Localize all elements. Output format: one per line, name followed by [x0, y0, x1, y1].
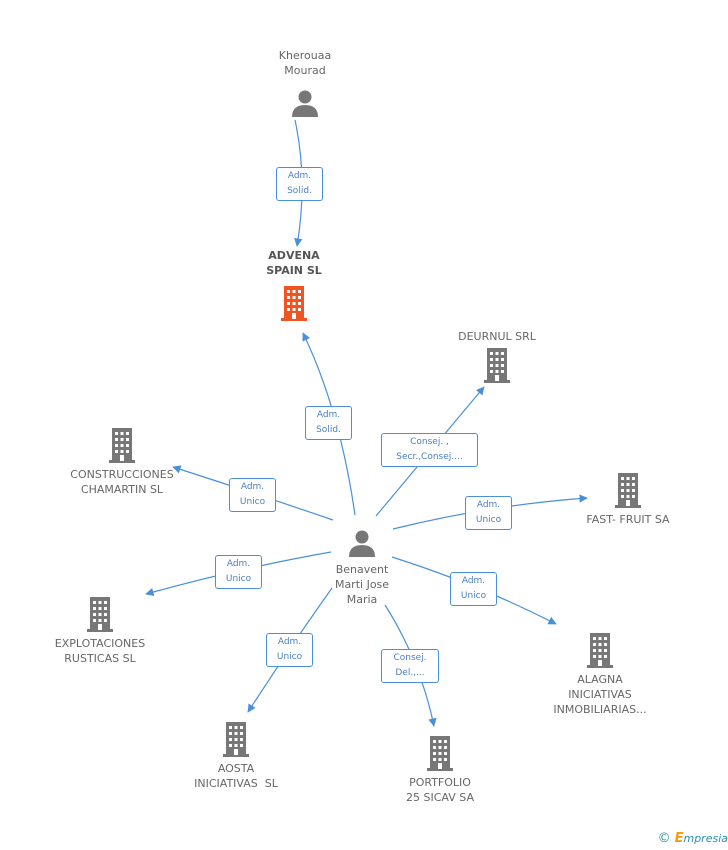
node-alagna-iniciativas-inmobiliarias[interactable]: ALAGNA INICIATIVAS INMOBILIARIAS... — [540, 632, 660, 717]
node-portfolio-25-sicav-sa[interactable]: PORTFOLIO 25 SICAV SA — [380, 735, 500, 805]
edge-label-benavent-deurnul[interactable]: Consej. , Secr.,Consej.... — [381, 433, 478, 467]
node-deurnul-srl[interactable]: DEURNUL SRL — [437, 329, 557, 383]
node-kherouaa-mourad[interactable]: Kherouaa Mourad — [255, 48, 355, 118]
edge-label-benavent-fastfruit[interactable]: Adm. Unico — [465, 496, 512, 530]
edge-label-benavent-aosta[interactable]: Adm. Unico — [266, 633, 313, 667]
building-icon — [615, 473, 641, 508]
edge-label-benavent-explotaciones[interactable]: Adm. Unico — [215, 555, 262, 589]
brand-initial: E — [674, 831, 684, 846]
edge-label-benavent-portfolio[interactable]: Consej. Del.,... — [381, 649, 439, 683]
node-explotaciones-rusticas-sl[interactable]: EXPLOTACIONES RUSTICAS SL — [40, 596, 160, 666]
building-icon — [281, 286, 307, 321]
node-label: EXPLOTACIONES RUSTICAS SL — [54, 637, 146, 665]
node-label: ALAGNA INICIATIVAS INMOBILIARIAS... — [553, 673, 647, 716]
node-label: ADVENA SPAIN SL — [266, 249, 322, 277]
brand-name: mpresia — [683, 832, 728, 845]
node-aosta-iniciativas-sl[interactable]: AOSTA INICIATIVAS SL — [176, 721, 296, 791]
edge-label-benavent-construcciones[interactable]: Adm. Unico — [229, 478, 276, 512]
node-label: DEURNUL SRL — [458, 330, 536, 343]
building-icon — [223, 722, 249, 757]
node-construcciones-chamartin-sl[interactable]: CONSTRUCCIONES CHAMARTIN SL — [62, 427, 182, 497]
node-label: Benavent Marti Jose Maria — [334, 563, 390, 606]
copyright-symbol: © — [657, 831, 671, 846]
edge-label-benavent-advena[interactable]: Adm. Solid. — [305, 406, 352, 440]
person-icon — [292, 90, 318, 117]
building-icon — [427, 736, 453, 771]
edge-label-benavent-alagna[interactable]: Adm. Unico — [450, 572, 497, 606]
person-icon — [349, 530, 375, 557]
empresia-logo: ©Empresia — [658, 831, 728, 846]
node-label: FAST- FRUIT SA — [586, 513, 670, 526]
node-label: CONSTRUCCIONES CHAMARTIN SL — [70, 468, 174, 496]
node-fast-fruit-sa[interactable]: FAST- FRUIT SA — [572, 472, 684, 527]
node-advena-spain-sl[interactable]: ADVENA SPAIN SL — [244, 248, 344, 321]
building-icon — [484, 348, 510, 383]
node-label: Kherouaa Mourad — [278, 49, 332, 77]
edge-label-kherouaa-advena[interactable]: Adm. Solid. — [276, 167, 323, 201]
building-icon — [87, 597, 113, 632]
building-icon — [587, 633, 613, 668]
node-benavent-marti-jose-maria[interactable]: Benavent Marti Jose Maria — [312, 528, 412, 607]
node-label: PORTFOLIO 25 SICAV SA — [406, 776, 474, 804]
node-label: AOSTA INICIATIVAS SL — [194, 762, 278, 790]
building-icon — [109, 428, 135, 463]
